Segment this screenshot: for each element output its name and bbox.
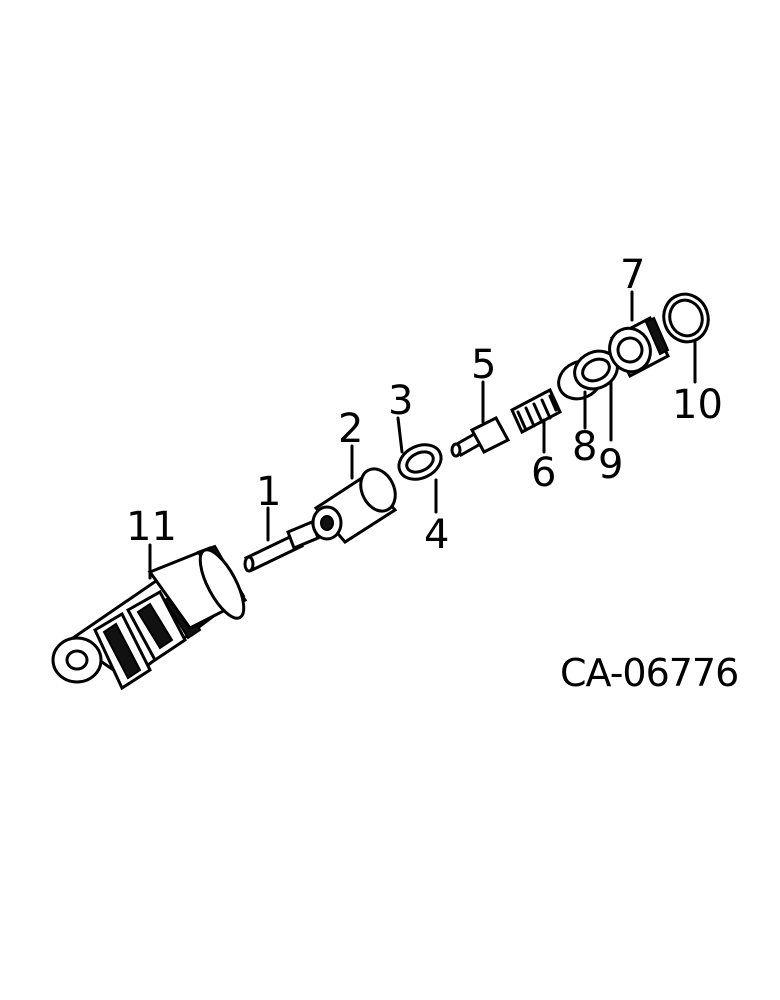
callout-8: 8 xyxy=(572,424,597,470)
callout-9: 9 xyxy=(598,442,623,488)
leader-line-3 xyxy=(396,416,404,454)
part-3-4-rings xyxy=(397,443,443,481)
part-5-poppet xyxy=(450,416,511,458)
part-10-o-ring xyxy=(662,292,710,344)
callout-6: 6 xyxy=(531,450,556,496)
callout-1: 1 xyxy=(256,469,281,515)
callout-7: 7 xyxy=(620,252,645,298)
part-11-valve-body xyxy=(51,544,248,691)
part-6-spring xyxy=(510,387,562,435)
callout-10: 10 xyxy=(672,382,723,428)
callout-5: 5 xyxy=(471,342,496,388)
callout-3: 3 xyxy=(388,378,413,424)
callout-11: 11 xyxy=(126,504,177,550)
part-1-pin xyxy=(243,520,320,573)
callout-4: 4 xyxy=(424,512,449,558)
part-2-sleeve xyxy=(311,467,398,544)
leader-lines xyxy=(148,290,697,580)
part-8-9-sleeves xyxy=(557,349,619,401)
callout-2: 2 xyxy=(338,406,363,452)
figure-id: CA-06776 xyxy=(560,651,738,695)
part-7-seat xyxy=(608,315,670,379)
